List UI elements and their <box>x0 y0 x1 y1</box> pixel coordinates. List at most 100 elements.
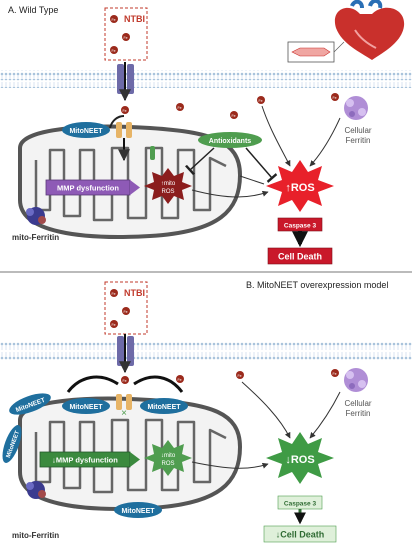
cellular-ferritin-label-2: Ferritin <box>346 409 371 418</box>
fe-text: Fe <box>112 18 116 22</box>
caspase-label: Caspase 3 <box>284 501 317 508</box>
ros-star: ↓ROS <box>266 432 334 484</box>
fe-text: Fe <box>112 292 116 296</box>
caspase-box: Caspase 3 <box>277 217 323 232</box>
fe-text: Fe <box>123 379 127 383</box>
cell-membrane-inner <box>0 351 412 360</box>
mmp-label: ↓MMP dysfunction <box>52 456 118 465</box>
blocked-marker: × <box>121 408 127 419</box>
fe-ion: Fe <box>110 46 118 54</box>
green-channel-icon <box>150 146 155 160</box>
heart-icon <box>334 0 405 61</box>
ros-star: ↑ROS <box>266 160 334 212</box>
cell-death-box: ↓Cell Death <box>263 525 337 543</box>
fe-ion: Fe <box>121 106 129 114</box>
fe-text: Fe <box>178 378 182 382</box>
cell-death-box: Cell Death <box>267 247 333 265</box>
cellular-ferritin-label-2: Ferritin <box>346 136 371 145</box>
fe-ion: Fe <box>110 15 118 23</box>
cellular-ferritin-icon <box>344 96 368 120</box>
antioxidant-inhibit-ros <box>245 147 278 183</box>
panel-b-title: B. MitoNEET overexpression model <box>246 280 388 290</box>
iron-transporter-icon <box>117 336 134 366</box>
mmp-label: MMP dysfunction <box>57 184 119 193</box>
mitoneet-label: MitoNEET <box>147 404 181 411</box>
iron-transporter-icon <box>117 64 134 94</box>
cell-membrane-outer <box>0 70 412 79</box>
fe-ion: Fe <box>176 103 184 111</box>
cellular-ferritin-icon <box>344 368 368 392</box>
fe-ion: Fe <box>110 289 118 297</box>
fe-ion: Fe <box>122 307 130 315</box>
cell-death-label: Cell Death <box>278 252 322 262</box>
fe-to-ros-arrow <box>261 105 291 167</box>
cell-membrane-inner <box>0 79 412 88</box>
mito-ros-to-ros-arrow <box>191 461 269 469</box>
mmp-dysfunction-box: MMP dysfunction <box>45 179 140 196</box>
mito-iron-channel-icon <box>109 115 132 138</box>
fe-ion: Fe <box>230 111 238 119</box>
panel-b: B. MitoNEET overexpression model NTBI Fe… <box>0 280 412 543</box>
ntbi-box <box>104 7 148 61</box>
fe-text: Fe <box>124 36 128 40</box>
caspase-label: Caspase 3 <box>284 223 317 230</box>
panel-a: A. Wild Type NTBI Fe Fe Fe Fe Fe Fe <box>0 0 412 265</box>
fe-text: Fe <box>333 372 337 376</box>
ros-label: ↓ROS <box>285 454 314 466</box>
antioxidants-badge: Antioxidants <box>198 132 262 148</box>
barrier-arc-left <box>66 375 119 393</box>
mito-ros-line2: ROS <box>161 461 174 467</box>
heart-tissue-icon <box>287 41 345 63</box>
mito-iron-channel-icon <box>116 394 132 410</box>
antioxidant-inhibit-mito-ros <box>185 147 215 176</box>
mitoneet-protein: MitoNEET <box>62 122 110 138</box>
ntbi-label: NTBI <box>124 14 145 24</box>
panel-a-title: A. Wild Type <box>8 5 58 15</box>
fe-text: Fe <box>333 96 337 100</box>
fe-ion: Fe <box>331 369 339 377</box>
mito-ros-star: ↓mito ROS <box>144 440 192 476</box>
fe-text: Fe <box>124 310 128 314</box>
fe-text: Fe <box>178 106 182 110</box>
fe-text: Fe <box>112 323 116 327</box>
mito-ferritin-label: mito-Ferritin <box>12 531 59 540</box>
mitoneet-protein: MitoNEET <box>114 502 162 518</box>
mitoneet-label: MitoNEET <box>121 508 155 515</box>
barrier-arc-right <box>133 375 184 393</box>
mitoneet-label: MitoNEET <box>69 404 103 411</box>
mito-ferritin-label: mito-Ferritin <box>12 233 59 242</box>
fe-ion: Fe <box>331 93 339 101</box>
mitoneet-protein: MitoNEET <box>62 398 110 414</box>
mito-ros-line1: ↑mito <box>161 181 176 187</box>
mitoneet-label: MitoNEET <box>69 128 103 135</box>
fe-ion: Fe <box>110 320 118 328</box>
fe-ion: Fe <box>122 33 130 41</box>
fe-ion: Fe <box>121 376 129 384</box>
mitoneet-protein: MitoNEET <box>140 398 188 414</box>
mito-ros-line2: ROS <box>161 189 174 195</box>
ferritin-to-ros-arrow <box>309 117 341 167</box>
cellular-ferritin-label-1: Cellular <box>344 399 371 408</box>
mito-ros-line1: ↓mito <box>161 453 176 459</box>
mito-ros-star: ↑mito ROS <box>144 168 192 204</box>
mito-ferritin-icon <box>26 481 46 499</box>
ferritin-to-ros-arrow <box>309 391 341 439</box>
fe-text: Fe <box>238 374 242 378</box>
mito-ros-to-ros-arrow <box>191 189 269 198</box>
fe-ion: Fe <box>257 96 265 104</box>
caspase-box: Caspase 3 <box>277 495 323 510</box>
fe-ion: Fe <box>236 371 244 379</box>
fe-text: Fe <box>112 49 116 53</box>
fe-text: Fe <box>232 114 236 118</box>
ros-label: ↑ROS <box>285 182 314 194</box>
mito-to-ros-connector <box>239 175 265 185</box>
fe-text: Fe <box>259 99 263 103</box>
fe-text: Fe <box>123 109 127 113</box>
fe-ion: Fe <box>176 375 184 383</box>
cell-membrane-outer <box>0 342 412 351</box>
ntbi-label: NTBI <box>124 288 145 298</box>
antioxidants-label: Antioxidants <box>209 138 251 145</box>
cell-death-label: ↓Cell Death <box>276 530 325 540</box>
mito-ferritin-icon <box>26 207 46 225</box>
